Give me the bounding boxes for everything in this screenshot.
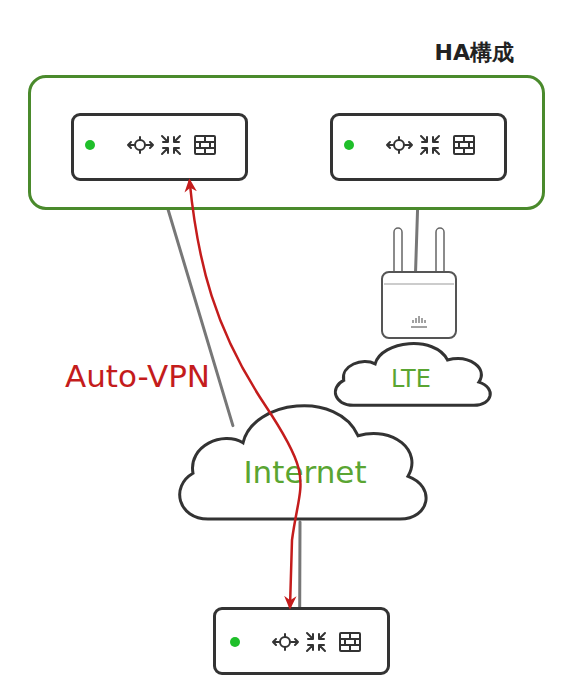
lte-router <box>382 228 456 338</box>
ha-group: HA構成 <box>28 75 545 210</box>
mx-appliance <box>330 113 507 181</box>
router-body <box>382 272 456 338</box>
cloud-label: LTE <box>328 365 494 393</box>
cloud-label: Internet <box>168 454 432 490</box>
edge-label: Auto-VPN <box>65 358 210 394</box>
internet-cloud: Internet <box>168 390 432 522</box>
network-link <box>298 522 301 607</box>
mx-appliance <box>213 607 390 675</box>
lte-cloud: LTE <box>328 226 494 407</box>
group-title: HA構成 <box>435 38 514 68</box>
mx-appliance <box>71 113 248 181</box>
antenna <box>436 228 444 278</box>
router-logo <box>411 316 427 327</box>
antenna <box>394 228 402 278</box>
router-edge <box>384 283 454 285</box>
vpn-tunnel-arrow <box>190 181 301 607</box>
